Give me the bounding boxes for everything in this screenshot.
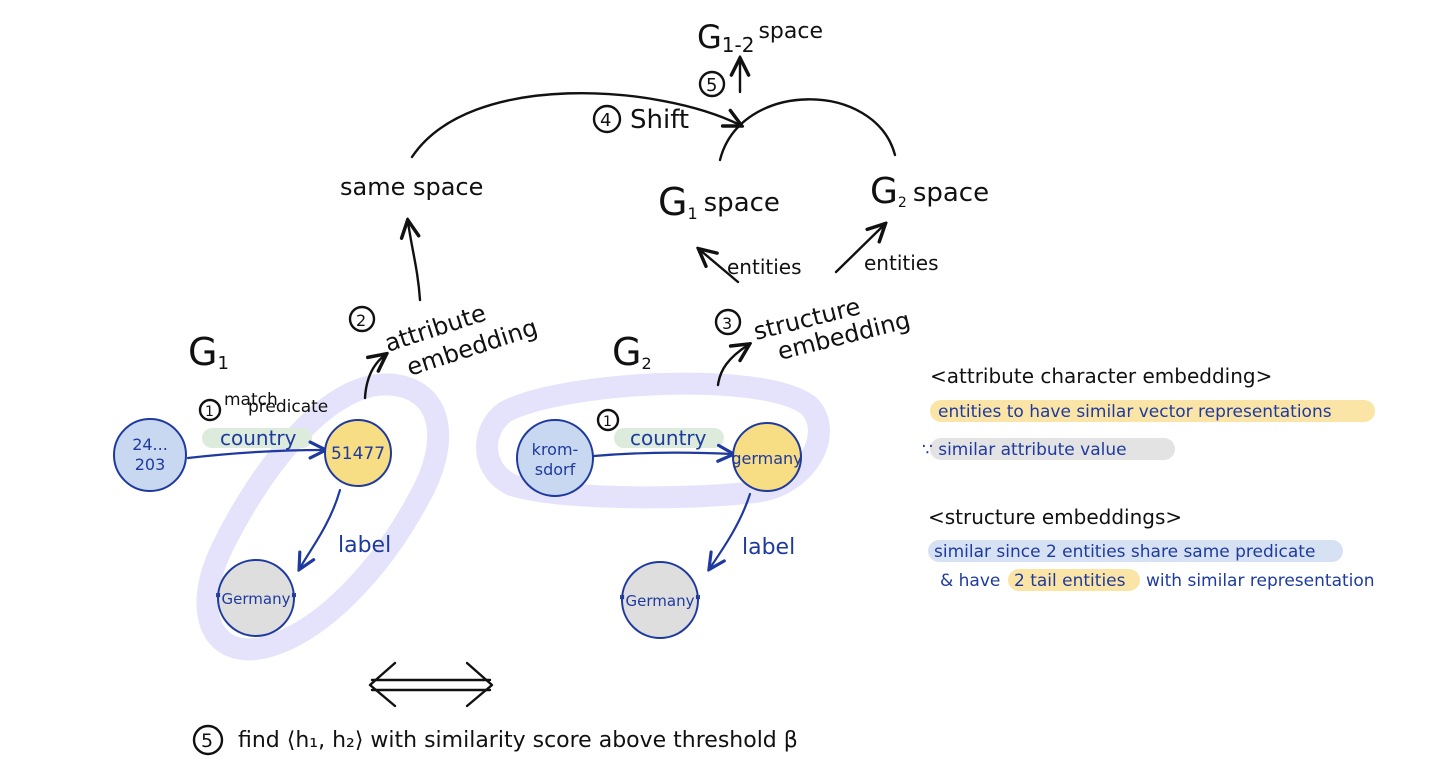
arrow-to-same-space: [408, 222, 422, 302]
struct-note-line2-highlight: [1008, 569, 1140, 591]
attr-note-line1-highlight: [930, 400, 1375, 422]
g2-country-edge-label: country: [630, 426, 707, 450]
step5-bottom-circle: [192, 724, 224, 756]
step4-circle: [592, 104, 622, 134]
g2-tail-node: [732, 422, 802, 492]
g2-title: G2: [612, 330, 652, 374]
entities-left-label: entities: [727, 255, 802, 279]
struct-note-header: <structure embeddings>: [928, 505, 1182, 529]
entities-right-label: entities: [864, 251, 939, 275]
arrow-to-g1-space: [700, 250, 740, 284]
g2-entity-node: [516, 419, 594, 497]
g1-match-label: match: [224, 390, 278, 410]
struct-note-line1: similar since 2 entities share same pred…: [934, 542, 1315, 562]
g1-country-edge-label: country: [220, 426, 297, 450]
double-arrow: [368, 661, 494, 708]
g1-literal-node: [217, 559, 295, 637]
g1-predicate-label: predicate: [248, 397, 328, 417]
step2-circle: [348, 305, 376, 333]
step5-top-number: 5: [706, 75, 717, 96]
struct-note-line2-suffix: with similar representation: [1146, 571, 1375, 591]
attr-note-line1: entities to have similar vector represen…: [938, 402, 1332, 422]
g2-country-highlight: [614, 428, 724, 448]
struct-note-line2-prefix: & have: [940, 571, 1000, 591]
g1-group-highlight: [196, 373, 450, 661]
g2-label-edge: [710, 492, 752, 568]
shift-label: Shift: [630, 105, 689, 135]
g1-step1-number: 1: [205, 404, 214, 420]
g1-tail-id: 51477: [331, 444, 385, 464]
find-pair-text: find ⟨h₁, h₂⟩ with similarity score abov…: [238, 728, 798, 753]
step5-bottom-number: 5: [201, 730, 213, 752]
g1-title: G1: [188, 330, 229, 374]
g2-step1-number: 1: [603, 414, 612, 430]
g1-country-edge: [186, 450, 324, 458]
attr-note-line2-highlight: [930, 438, 1175, 460]
g1-entity-id-line1: 24...: [132, 435, 168, 454]
g2-entity-id-line1: krom-: [532, 440, 579, 459]
g1-step1-circle: [198, 398, 222, 422]
g2-tail-id: germany: [731, 449, 802, 468]
g1-label-edge: [300, 488, 342, 568]
attr-note-header: <attribute character embedding>: [930, 364, 1272, 388]
same-space-label: same space: [340, 173, 483, 201]
attr-note-line2: ∵ similar attribute value: [922, 440, 1127, 460]
g1-country-highlight: [202, 428, 312, 448]
step2-number: 2: [356, 311, 366, 330]
g1-tail-node: [324, 419, 392, 487]
struct-note-line2-tail: 2 tail entities: [1014, 571, 1126, 591]
g2-literal-node: [621, 561, 699, 639]
g1-literal-text: "Germany": [215, 590, 298, 608]
g2-country-edge: [592, 453, 732, 456]
arrow-to-g2-space: [834, 225, 884, 274]
shift-arc: [410, 92, 740, 159]
g1-entity-node: [113, 418, 187, 492]
g2-step1-circle: [596, 408, 620, 432]
g2-label-edge-text: label: [742, 535, 795, 560]
step4-number: 4: [600, 110, 611, 131]
g12-space-label: G1-2space: [697, 18, 823, 57]
step3-number: 3: [722, 314, 732, 333]
g1-label-edge-text: label: [338, 533, 391, 558]
g1-entity-id-line2: 203: [135, 455, 166, 474]
g1-g2-arc: [718, 98, 897, 162]
g2-entity-id-line2: sdorf: [535, 460, 576, 479]
g2-arrow-to-struct-embedding: [716, 345, 748, 387]
struct-note-line1-highlight: [928, 540, 1343, 562]
g2-literal-text: "Germany": [619, 592, 702, 610]
step3-circle: [714, 308, 742, 336]
step5-top-circle: [698, 70, 726, 98]
g1-arrow-to-att-embedding: [363, 355, 385, 400]
